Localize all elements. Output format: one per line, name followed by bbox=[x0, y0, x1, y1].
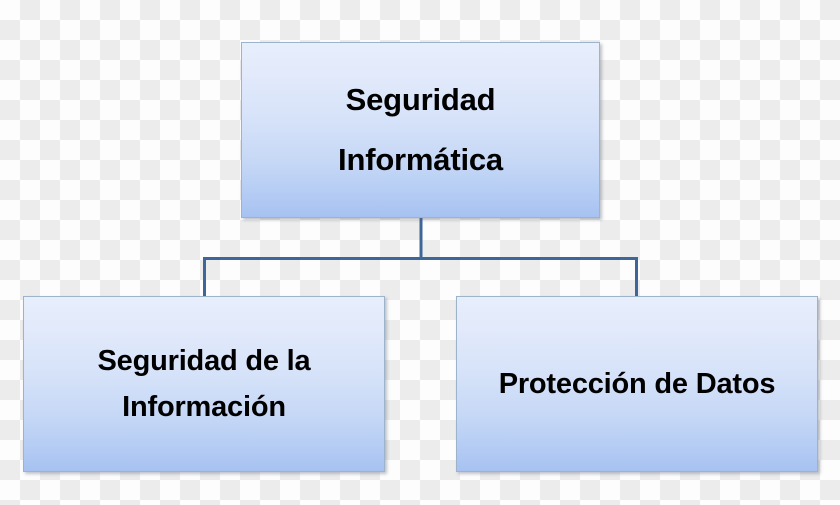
node-child-right-line-1: Protección de Datos bbox=[498, 368, 776, 400]
node-child-left-line-2: Información bbox=[122, 391, 286, 423]
node-proteccion-de-datos[interactable]: Protección de Datos bbox=[456, 296, 818, 472]
node-seguridad-de-la-informacion[interactable]: Seguridad de la Información bbox=[23, 296, 385, 472]
node-child-left-text: Seguridad de la Información bbox=[88, 338, 321, 430]
node-child-right-text: Protección de Datos bbox=[489, 361, 786, 407]
node-root-text: Seguridad Informática bbox=[328, 70, 513, 190]
node-root-line-1: Seguridad bbox=[345, 82, 496, 117]
node-seguridad-informatica[interactable]: Seguridad Informática bbox=[241, 42, 600, 218]
node-root-line-2: Informática bbox=[338, 142, 503, 177]
node-child-left-line-1: Seguridad de la bbox=[97, 345, 311, 377]
